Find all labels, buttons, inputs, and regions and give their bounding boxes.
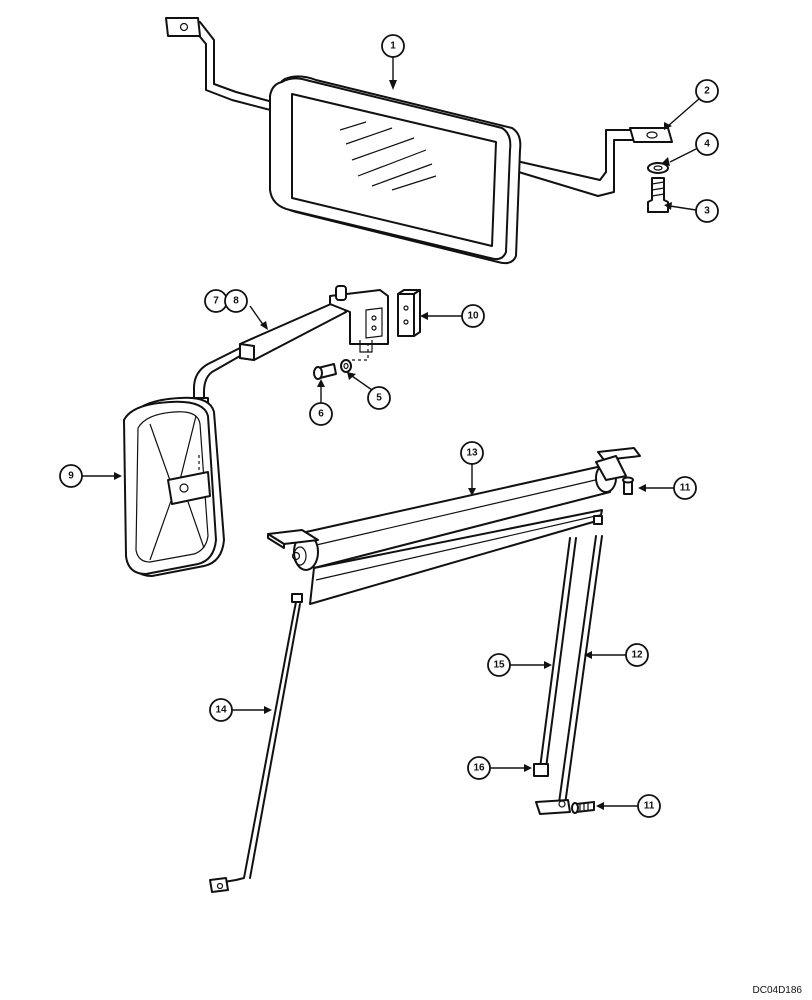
bracket-plate-right (629, 127, 673, 143)
nut-16 (533, 763, 549, 777)
drawing-code: DC04D186 (752, 985, 802, 996)
callout-11-bottom: 11 (637, 794, 661, 818)
svg-text:13: 13 (466, 448, 478, 459)
rear-mirror-assembly (165, 17, 673, 265)
bracket-hole-right (646, 131, 658, 139)
svg-text:3: 3 (704, 206, 710, 217)
callout-8: 8 (224, 289, 248, 313)
glass-reflection-lines (339, 121, 437, 191)
callout-14: 14 (209, 698, 233, 722)
svg-text:4: 4 (704, 139, 710, 150)
callout-7: 7 (204, 289, 228, 313)
svg-text:8: 8 (233, 296, 239, 307)
callout-11-top: 11 (673, 476, 697, 500)
mirror-glass (291, 93, 497, 247)
bracket-right (597, 447, 641, 461)
svg-text:15: 15 (493, 660, 505, 671)
callout-5: 5 (367, 386, 391, 410)
mount-pin (335, 285, 347, 301)
svg-text:10: 10 (467, 311, 479, 322)
callout-2: 2 (695, 79, 719, 103)
svg-text:9: 9 (68, 471, 74, 482)
side-mirror-assembly (123, 285, 421, 577)
svg-text:16: 16 (473, 763, 485, 774)
bracket-plate-left (165, 17, 201, 37)
callouts: 1 2 4 3 7 8 10 (59, 34, 719, 818)
callout-15: 15 (487, 653, 511, 677)
mirror-fasteners (647, 162, 669, 213)
callout-13: 13 (460, 441, 484, 465)
sun-blind-assembly (209, 447, 641, 893)
bracket-hole-left (179, 22, 189, 32)
svg-text:1: 1 (390, 41, 396, 52)
svg-text:6: 6 (318, 409, 324, 420)
callout-1: 1 (381, 34, 405, 58)
svg-text:11: 11 (680, 483, 691, 494)
callout-4: 4 (695, 132, 719, 156)
callout-10: 10 (461, 304, 485, 328)
mirror-clamp (167, 471, 211, 505)
svg-text:7: 7 (213, 296, 219, 307)
callout-16: 16 (467, 756, 491, 780)
mirror-bracket-rod (167, 21, 637, 197)
svg-text:2: 2 (704, 86, 710, 97)
callout-12: 12 (625, 643, 649, 667)
svg-text:11: 11 (644, 801, 655, 812)
svg-text:12: 12 (631, 650, 643, 661)
rod-15 (539, 537, 577, 769)
callout-9: 9 (59, 464, 83, 488)
washer-4 (647, 162, 669, 174)
pad-10 (397, 293, 415, 337)
svg-text:5: 5 (376, 393, 382, 404)
mirror-arm-rod (193, 347, 241, 461)
washer-5 (340, 359, 352, 373)
mirror-arm-tube (239, 299, 347, 361)
rod-14 (211, 601, 301, 885)
callout-3: 3 (695, 199, 719, 223)
callout-6: 6 (309, 402, 333, 426)
svg-text:14: 14 (215, 705, 227, 716)
